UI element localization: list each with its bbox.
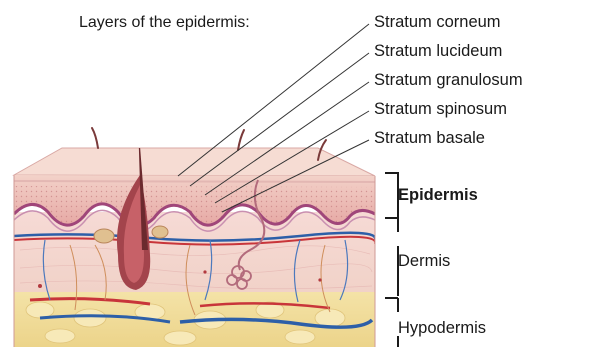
label-dermis: Dermis (398, 253, 450, 270)
label-epidermis: Epidermis (398, 187, 478, 204)
label-stratum-spinosum: Stratum spinosum (374, 101, 507, 118)
region-brackets (385, 173, 398, 347)
layers-title: Layers of the epidermis: (79, 15, 250, 31)
label-hypodermis: Hypodermis (398, 320, 486, 337)
label-stratum-corneum: Stratum corneum (374, 14, 501, 31)
label-stratum-lucideum: Stratum lucideum (374, 43, 502, 60)
label-stratum-granulosum: Stratum granulosum (374, 72, 523, 89)
label-stratum-basale: Stratum basale (374, 130, 485, 147)
